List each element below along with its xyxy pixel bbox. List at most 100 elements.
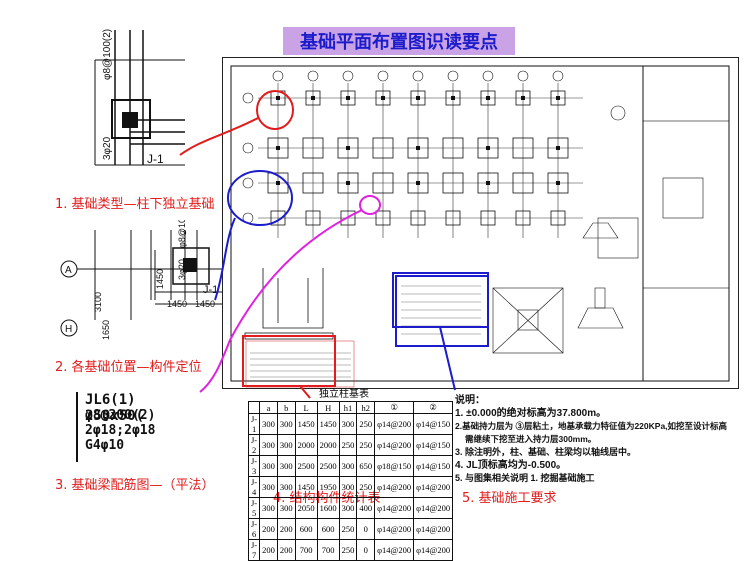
table-cell: 1450 xyxy=(294,476,318,498)
table-cell: φ14@150 xyxy=(413,413,454,435)
table-header-cell: h2 xyxy=(356,401,376,414)
label-construction-requirements: 5. 基础施工要求 xyxy=(462,491,557,506)
detail2-tag: J-1 xyxy=(203,284,218,296)
table-cell: 1950 xyxy=(316,476,340,498)
note-1: 1. ±0.000的绝对标高为37.800m。 xyxy=(455,408,607,419)
beam-annotation: JL6(1) 250x50( φ8@200(2) 2φ18;2φ18 G4φ10 xyxy=(60,392,200,467)
connector-table xyxy=(299,385,311,399)
table-cell: φ14@200 xyxy=(413,518,454,540)
table-cell: 300 xyxy=(276,413,296,435)
table-cell: φ14@200 xyxy=(413,497,454,519)
table-cell: 300 xyxy=(259,476,278,498)
note-3: 3. 除注明外，柱、基础、柱梁均以轴线居中。 xyxy=(455,447,637,457)
table-cell: 250 xyxy=(356,413,376,435)
detail1-rebar-text: 3φ20 xyxy=(102,136,113,160)
table-cell: 2500 xyxy=(316,455,340,477)
table-cell: 300 xyxy=(338,497,358,519)
highlight-red-circle xyxy=(256,90,294,130)
note-5: 5. 与图集相关说明 1. 挖掘基础施工 xyxy=(455,473,595,483)
beam-line-2: φ8@200(2) xyxy=(85,408,156,423)
detail2-stirrup-text: φ8@100(2) xyxy=(177,220,187,248)
table-cell: J-7 xyxy=(247,539,261,561)
highlight-magenta-circle xyxy=(359,195,381,215)
table-cell: 250 xyxy=(338,434,358,456)
table-cell: 300 xyxy=(338,476,358,498)
table-cell: 2000 xyxy=(316,434,340,456)
column-foundation-detail: φ8@100(2) 3φ20 J-1 xyxy=(94,29,185,166)
table-cell: 200 xyxy=(259,539,278,561)
detail2-dim3: 3100 xyxy=(93,292,103,312)
table-cell: J-4 xyxy=(247,476,261,498)
table-cell: 700 xyxy=(294,539,318,561)
table-cell: φ14@200 xyxy=(374,413,415,435)
detail2-dim5: 1450 xyxy=(195,299,215,309)
table-header-cell: a xyxy=(259,401,278,414)
table-cell: 200 xyxy=(276,518,296,540)
detail2-dim2: 1450 xyxy=(167,299,187,309)
table-cell: 2500 xyxy=(294,455,318,477)
table-cell: φ14@150 xyxy=(413,455,454,477)
annotation-overlay xyxy=(179,90,489,399)
construction-notes: 说明： 1. ±0.000的绝对标高为37.800m。 2.基础持力层为 ③层粘… xyxy=(455,394,743,484)
connector-blue xyxy=(214,217,236,301)
beam-vertical-line xyxy=(76,392,78,462)
table-header-cell: ① xyxy=(374,401,415,414)
detail2-dim4: 1650 xyxy=(101,320,111,340)
connector-magenta xyxy=(199,209,363,393)
table-cell: 1450 xyxy=(316,413,340,435)
beam-line-4: G4φ10 xyxy=(85,438,125,453)
table-cell: J-6 xyxy=(247,518,261,540)
table-cell: 300 xyxy=(276,497,296,519)
table-header-cell: ② xyxy=(413,401,454,414)
table-caption: 独立柱基表 xyxy=(319,389,369,400)
table-cell: J-3 xyxy=(247,455,261,477)
table-cell: 1450 xyxy=(294,413,318,435)
detail1-tag: J-1 xyxy=(147,152,164,166)
table-cell: 600 xyxy=(294,518,318,540)
table-cell: 250 xyxy=(356,434,376,456)
label-foundation-position: 2. 各基础位置—构件定位 xyxy=(55,360,202,375)
foundation-plan-drawing xyxy=(222,57,739,389)
detail2-dim1: 1450 xyxy=(155,269,165,289)
table-cell: 0 xyxy=(356,518,376,540)
table-cell: 200 xyxy=(259,518,278,540)
table-cell: φ14@200 xyxy=(413,539,454,561)
table-cell: 300 xyxy=(259,455,278,477)
label-beam-reinforcement: 3. 基础梁配筋图—（平法） xyxy=(55,478,215,493)
table-cell: 700 xyxy=(316,539,340,561)
detail2-rebar-text: 3φ20 xyxy=(177,259,187,280)
table-cell: 250 xyxy=(338,518,358,540)
table-cell: φ14@200 xyxy=(413,476,454,498)
beam-line-3: 2φ18;2φ18 xyxy=(85,423,156,438)
table-cell: 250 xyxy=(356,476,376,498)
highlight-blue-notes-box xyxy=(392,272,489,328)
connector-red xyxy=(179,117,259,156)
table-cell: φ14@200 xyxy=(374,518,415,540)
table-cell: 2000 xyxy=(294,434,318,456)
table-cell: 300 xyxy=(259,434,278,456)
table-cell: J-2 xyxy=(247,434,261,456)
table-cell: 300 xyxy=(338,455,358,477)
label-foundation-type: 1. 基础类型—柱下独立基础 xyxy=(55,197,215,212)
table-cell: φ14@200 xyxy=(374,434,415,456)
note-4: 4. JL顶标高均为-0.500。 xyxy=(455,460,567,471)
table-header-cell xyxy=(247,401,261,414)
table-cell: 300 xyxy=(276,476,296,498)
table-cell: φ14@200 xyxy=(374,539,415,561)
highlight-blue-circle xyxy=(227,170,293,226)
note-2: 2.基础持力层为 ③层粘土，地基承载力特征值为220KPa,如挖至设计标高 xyxy=(455,421,728,431)
table-cell: φ14@200 xyxy=(374,476,415,498)
table-cell: 600 xyxy=(316,518,340,540)
table-cell: 300 xyxy=(259,497,278,519)
page-title: 基础平面布置图识读要点 xyxy=(283,27,515,55)
detail1-stirrup-text: φ8@100(2) xyxy=(102,29,113,80)
connector-notes xyxy=(439,326,456,391)
table-cell: 300 xyxy=(338,413,358,435)
table-cell: 1600 xyxy=(316,497,340,519)
table-cell: J-1 xyxy=(247,413,261,435)
